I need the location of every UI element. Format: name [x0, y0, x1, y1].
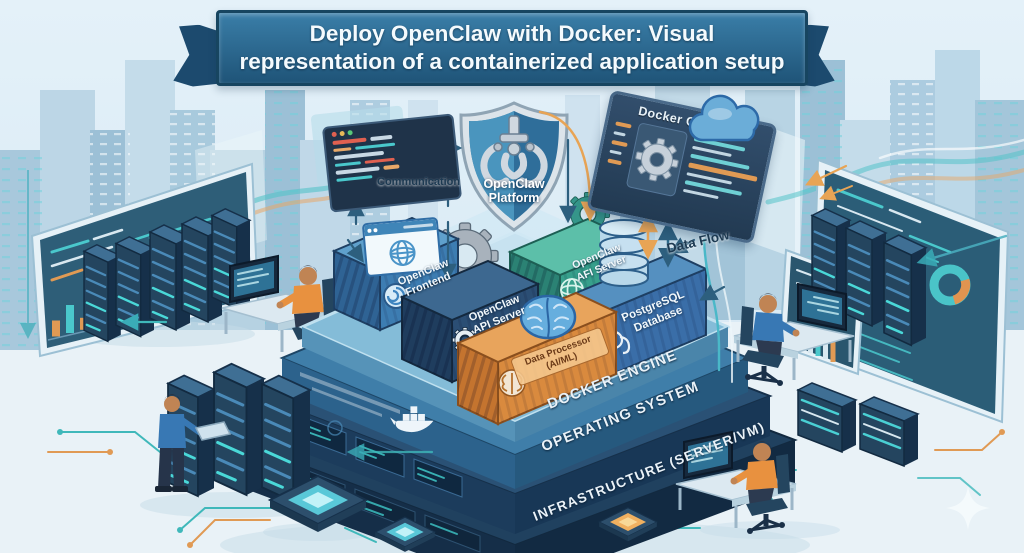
database-cylinder-icon: [599, 219, 649, 287]
shield-logo: [459, 101, 569, 232]
arrow-right-orange-1: [805, 164, 848, 186]
sparkle-icon: [946, 486, 990, 530]
window-dot-red: [331, 131, 337, 138]
claw-icon: [480, 115, 548, 188]
shield-label: OpenClaw Platform: [472, 177, 556, 206]
window-dot-green: [347, 129, 353, 136]
banner-title-line2: representation of a containerized applic…: [239, 49, 785, 74]
title-banner: Deploy OpenClaw with Docker: Visual repr…: [216, 10, 808, 86]
communication-label: Communication: [377, 176, 461, 188]
banner-title-line1: Deploy OpenClaw with Docker: Visual: [309, 20, 715, 46]
docker-compose-panel: Docker Compose: [586, 89, 778, 245]
docker-layer-streaks: [300, 372, 400, 417]
arrow-to-frontend: [346, 238, 364, 263]
window-dot-yellow: [339, 130, 345, 137]
standing-person-with-laptop: [155, 394, 232, 492]
flow-arrows: [120, 110, 1008, 461]
arrow-diag-2: [699, 284, 726, 301]
shield-label-line1: OpenClaw: [483, 177, 545, 191]
chip-orange: [597, 506, 659, 542]
globe-icon: [389, 239, 416, 266]
shield-label-line2: Platform: [488, 191, 540, 206]
arrow-diag-1: [669, 237, 696, 254]
donut-chart: [929, 264, 971, 306]
browser-window: [361, 216, 443, 278]
gear-icon-compose: [635, 137, 679, 182]
terminal-window: [321, 113, 463, 213]
cloud-icon: [688, 94, 760, 142]
compose-gear-box: [625, 122, 689, 198]
docker-whale-icon: [390, 406, 434, 433]
arrow-right-orange-2: [819, 185, 853, 201]
arrow-right-teal: [916, 234, 1008, 267]
server-racks-bottom-left: [166, 362, 312, 504]
connector-compose-db-2: [715, 237, 733, 383]
brain-icon-large: [519, 294, 577, 340]
os-dashboard-screens: [297, 414, 463, 498]
